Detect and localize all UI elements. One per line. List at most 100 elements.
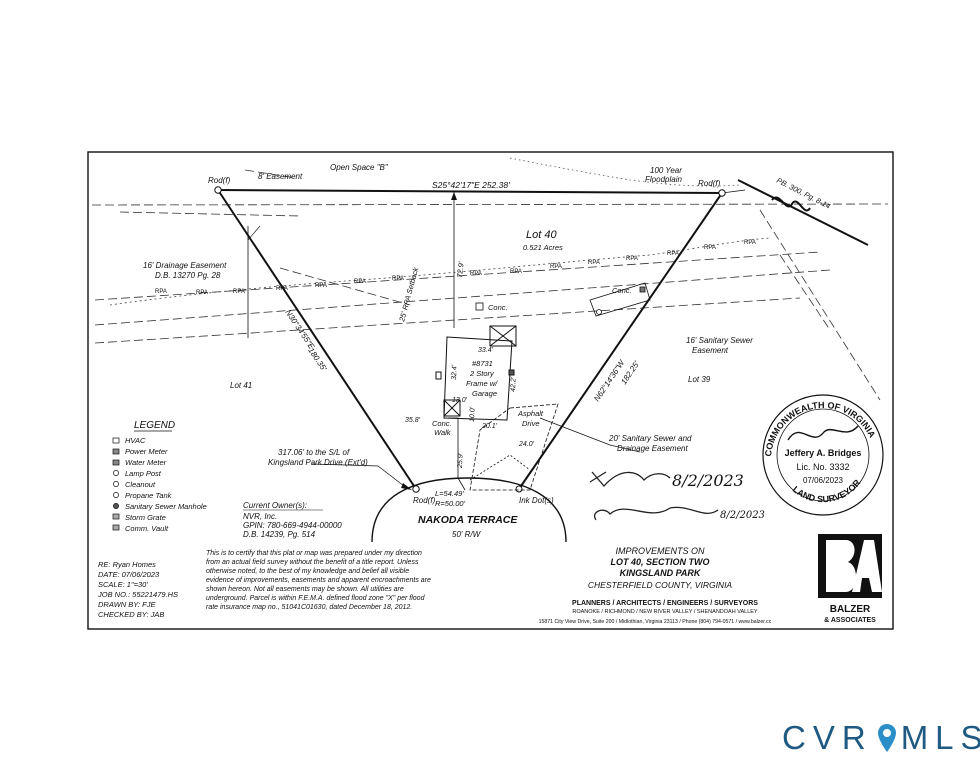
- lot-boundary: [217, 189, 723, 490]
- conc-label: Conc.: [612, 286, 632, 295]
- legend-item: Storm Grate: [125, 513, 166, 522]
- concrete-pads: [475, 282, 651, 317]
- driveway-and-walk: [448, 403, 559, 491]
- cul-de-sac: L=54.49' R=50.00' NAKODA TERRACE 50' R/W: [371, 477, 567, 543]
- dim-label: 72.9': [455, 261, 466, 278]
- ink-dot-marker: [515, 485, 523, 493]
- cert-line: This is to certify that this plat or map…: [206, 550, 422, 557]
- ink-dot-label: Ink Dot(s): [519, 496, 554, 505]
- drainage-easement-label: D.B. 13270 Pg. 28: [155, 271, 221, 280]
- cert-line: underground. Parcel is within F.E.M.A. d…: [206, 595, 426, 602]
- rod-marker-nw: [214, 186, 222, 194]
- dim-label: 35.8': [405, 417, 421, 424]
- sewer-manhole-icon: [113, 503, 119, 509]
- rod-label-ne: Rod(f): [698, 179, 721, 188]
- cleanout-icon: [113, 481, 119, 487]
- tie-line: [721, 189, 746, 194]
- signature-date: 8/2/2023: [720, 510, 765, 521]
- rpa-label: RPA: [588, 260, 600, 266]
- walk-label: Conc.: [432, 419, 452, 428]
- title-line: KINGSLAND PARK: [620, 568, 702, 578]
- info-line: SCALE: 1"=30': [98, 580, 148, 589]
- lamp-post-icon: [113, 470, 119, 476]
- legend-item: Sanitary Sewer Manhole: [125, 502, 207, 511]
- legend-title: LEGEND: [134, 420, 175, 431]
- watermark-text-left: CVR: [782, 719, 873, 756]
- house-label: Frame w/: [466, 379, 498, 388]
- rpa-label: RPA: [626, 256, 638, 262]
- dim-label: 42.2': [510, 376, 518, 392]
- legend-item: Cleanout: [125, 480, 156, 489]
- title-line: IMPROVEMENTS ON: [615, 546, 705, 556]
- curve-length: L=54.49': [435, 489, 464, 498]
- rpa-label: RPA: [354, 279, 366, 285]
- house-label: Garage: [472, 389, 497, 398]
- sewer-leader: [539, 417, 641, 453]
- watermark-text-right: MLS: [900, 719, 980, 756]
- seal-name: Jeffery A. Bridges: [785, 448, 862, 458]
- sl-leader: [311, 463, 405, 487]
- owner-line: NVR, Inc.: [243, 512, 277, 521]
- rpa-label: RPA: [276, 286, 288, 292]
- floodplain-label: 100 Year: [650, 166, 682, 175]
- cert-line: shown hereon. Not all easements may be s…: [206, 586, 404, 593]
- west-distance-label: 180.35': [306, 346, 328, 373]
- hvac-icon: [112, 437, 120, 444]
- rpa-label: RPA: [233, 289, 245, 295]
- rod-marker-sw: [412, 485, 420, 493]
- sanitary-drain-label: 20' Sanitary Sewer and: [608, 434, 692, 443]
- cert-line: rate insurance map no., 51041C01630, dat…: [206, 604, 412, 611]
- rod-label-nw: Rod(f): [208, 176, 231, 185]
- legend-item: Power Meter: [125, 447, 168, 456]
- title-line: CHESTERFIELD COUNTY, VIRGINIA: [588, 580, 733, 590]
- rod-marker-ne: [718, 189, 726, 197]
- job-info: RE: Ryan Homes DATE: 07/06/2023 SCALE: 1…: [97, 560, 178, 619]
- lot-name: Lot 40: [526, 229, 557, 241]
- pb-reference-label: PB. 300, Pg. 8-14: [775, 176, 832, 211]
- rpa-label: RPA: [667, 251, 679, 257]
- surveyor-seal: COMMONWEALTH OF VIRGINIA LAND SURVEYOR J…: [762, 394, 884, 516]
- plat-border: [87, 151, 894, 630]
- certification-text: This is to certify that this plat or map…: [206, 550, 431, 611]
- balzer-logo: BALZER & ASSOCIATES: [818, 534, 882, 624]
- water-meter-icon: [112, 459, 120, 466]
- firm-name: BALZER: [830, 604, 871, 615]
- street-name: NAKODA TERRACE: [418, 514, 518, 526]
- drive-label: Asphalt: [517, 409, 544, 418]
- signature-date: 8/2/2023: [672, 471, 744, 490]
- firm-address: 15871 City View Drive, Suite 200 / Midlo…: [539, 619, 772, 625]
- sanitary-easement-label: Easement: [692, 346, 729, 355]
- firm-services: PLANNERS / ARCHITECTS / ENGINEERS / SURV…: [572, 600, 758, 607]
- walk-label: Walk: [434, 428, 452, 437]
- house-number: #8731: [472, 359, 493, 368]
- floodplain-line: [509, 157, 741, 187]
- seal-license: Lic. No. 3332: [796, 462, 849, 472]
- seal-date: 07/06/2023: [803, 476, 844, 485]
- pb-reference: PB. 300, Pg. 8-14: [737, 176, 869, 246]
- sl-note: Kingsland Park Drive (Ext'd): [268, 458, 368, 467]
- info-line: RE: Ryan Homes: [98, 560, 156, 569]
- firm-sub: & ASSOCIATES: [824, 617, 876, 624]
- conc-label: Conc.: [488, 303, 508, 312]
- owner-block: Current Owner(s): NVR, Inc. GPIN: 780-66…: [243, 501, 342, 539]
- dim-label: 24.0': [518, 441, 535, 448]
- signatures: [589, 471, 719, 521]
- easement-8-label: 8' Easement: [258, 172, 303, 181]
- dim-label: 25.9': [457, 452, 465, 469]
- rpa-setback-label: 25' RPA Setback: [397, 265, 421, 323]
- floodplain-label: Floodplain: [645, 175, 682, 184]
- info-line: DRAWN BY: FJE: [98, 600, 157, 609]
- rpa-line: RPA RPA RPA RPA RPA RPA RPA RPA RPA RPA …: [109, 237, 771, 306]
- rpa-label: RPA: [510, 269, 522, 275]
- sanitary-easement-label: 16' Sanitary Sewer: [686, 336, 753, 345]
- rpa-label: RPA: [470, 271, 482, 277]
- house-footprint: [435, 325, 517, 421]
- seal-signature: [787, 425, 859, 441]
- rpa-label: RPA: [315, 283, 327, 289]
- rpa-label: RPA: [392, 276, 404, 282]
- drainage-easement-label: 16' Drainage Easement: [143, 261, 227, 270]
- open-space-label: Open Space "B": [330, 163, 389, 172]
- rpa-label: RPA: [196, 290, 208, 296]
- firm-regions: ROANOKE / RICHMOND / NEW RIVER VALLEY / …: [572, 609, 758, 615]
